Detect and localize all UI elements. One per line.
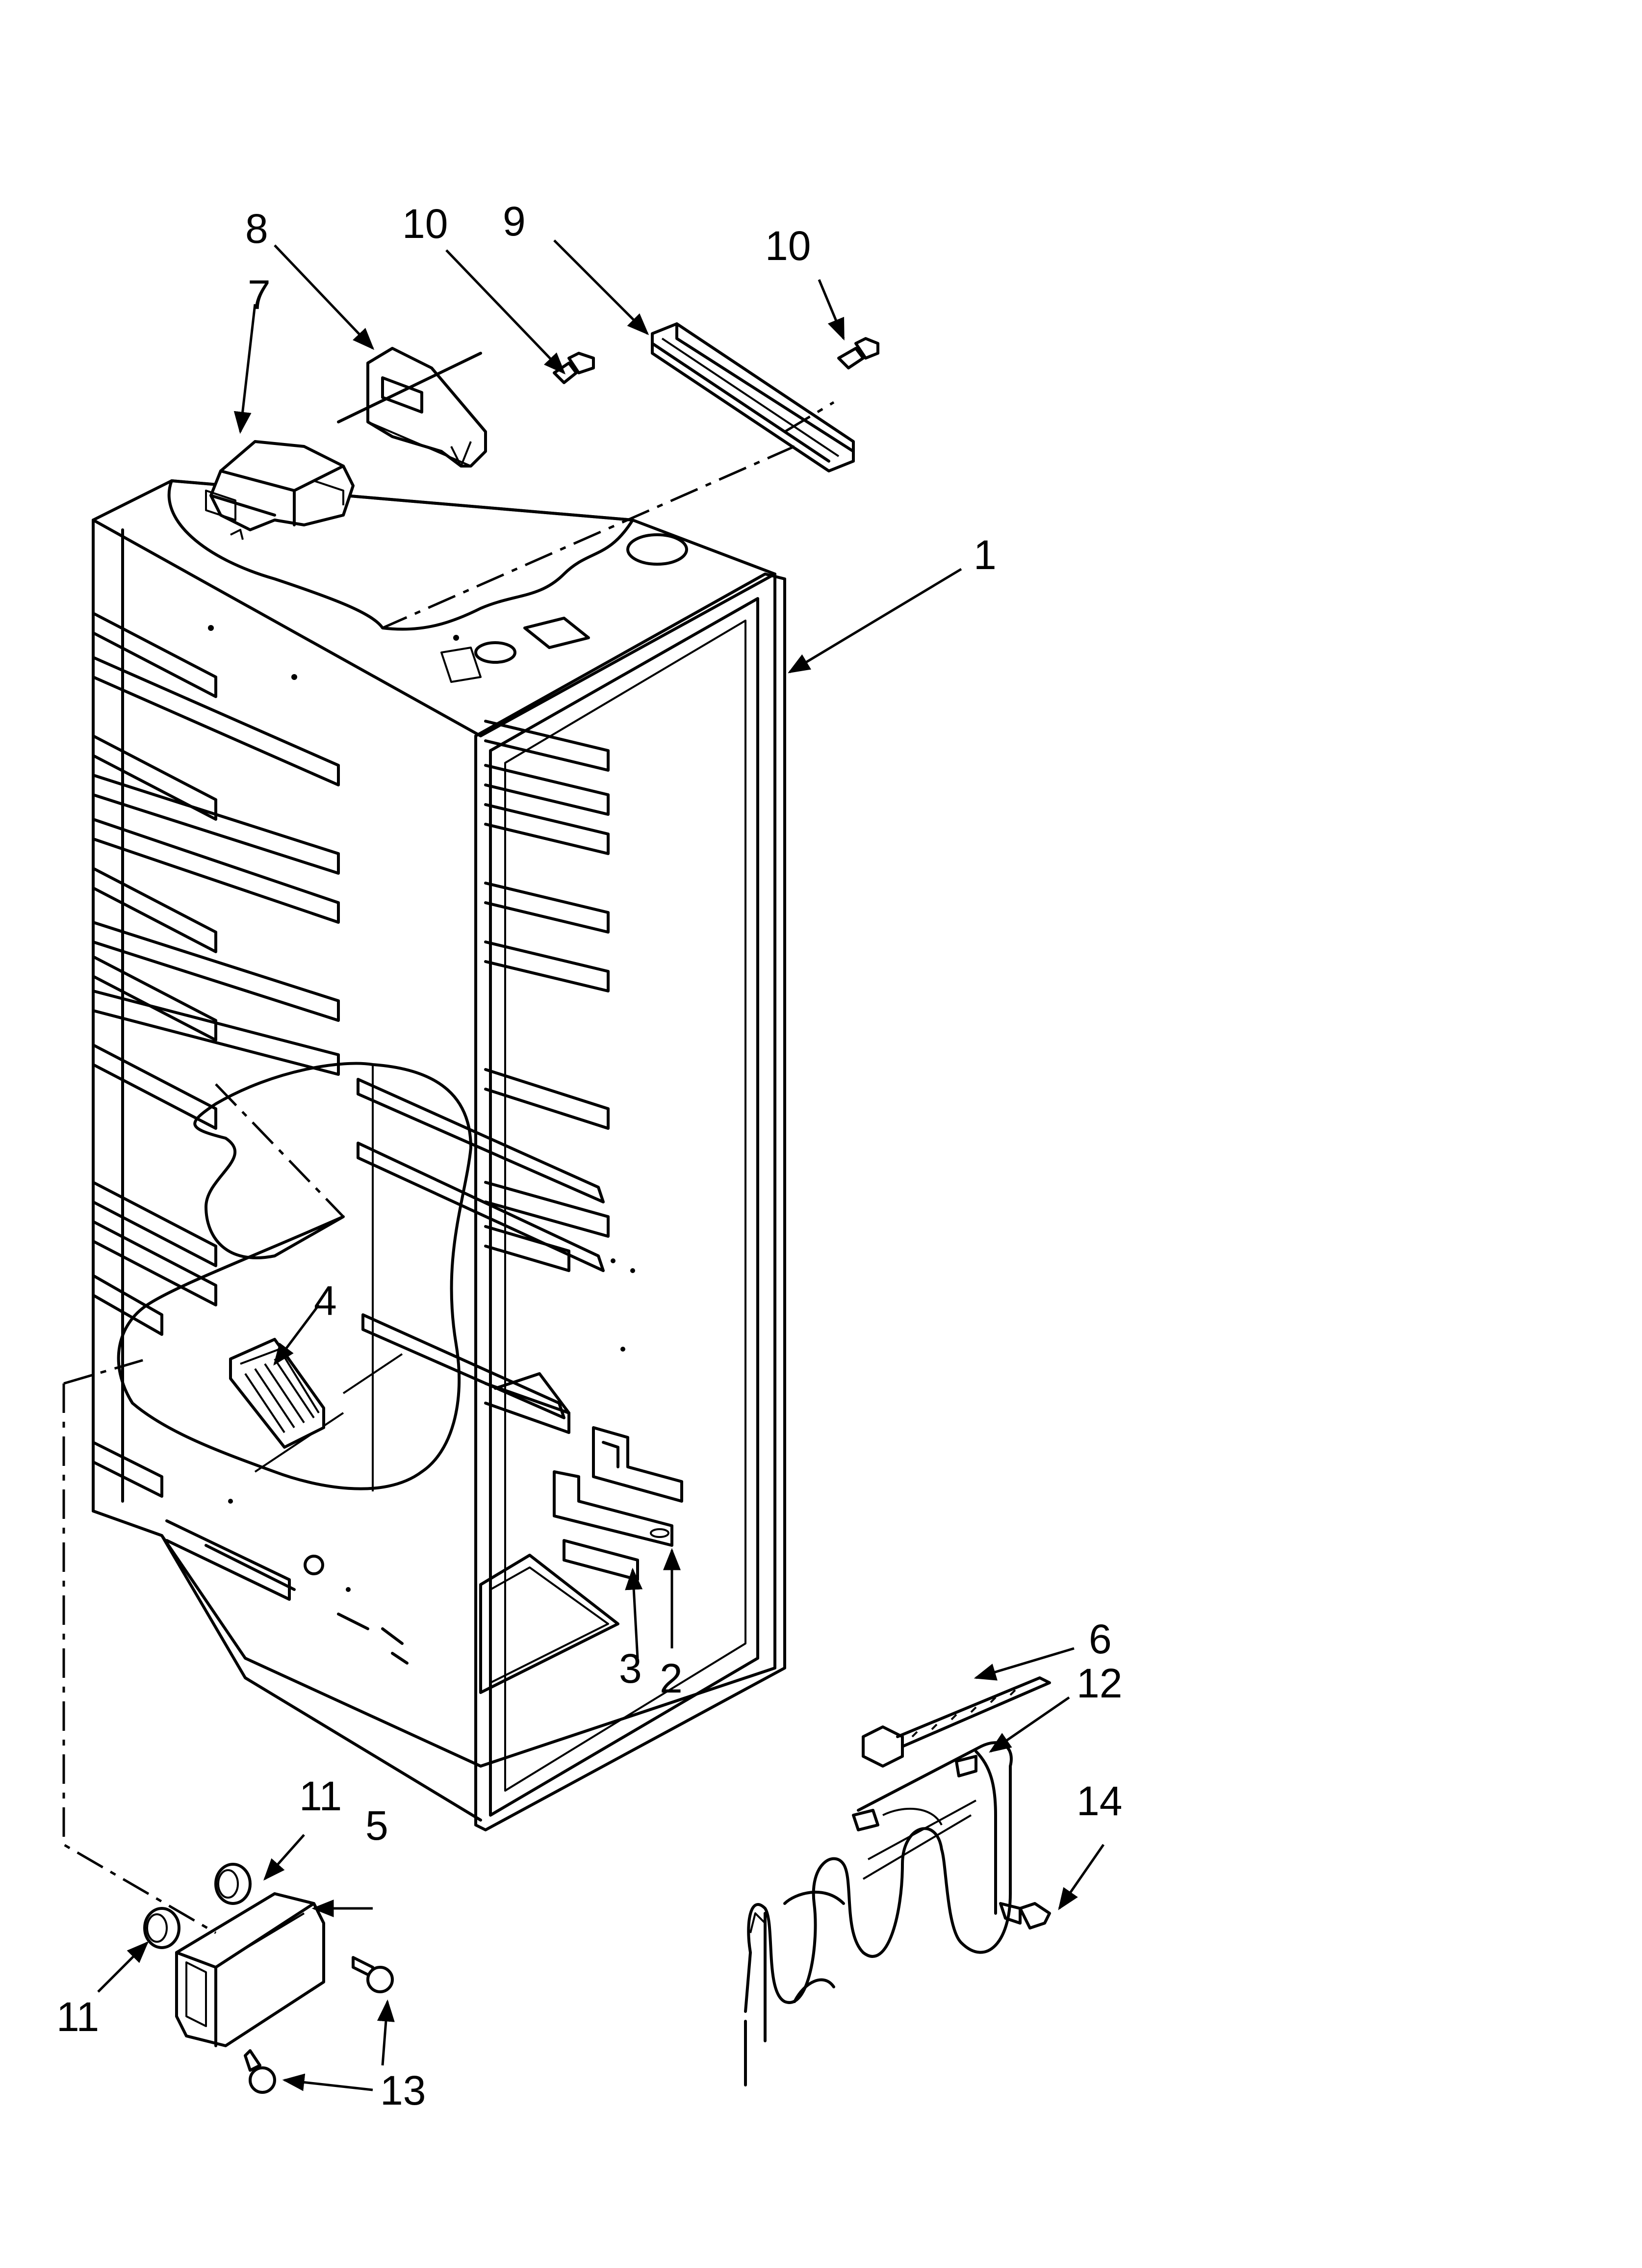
callout-labels: 1 2 3 4 5 6 7 8 9 10 10 11 11 12 13 14 xyxy=(56,198,1122,2113)
part-8-mounting-bracket xyxy=(337,347,487,468)
callout-11-upper: 11 xyxy=(299,1773,342,1819)
part-11-grommet-upper xyxy=(214,1863,252,1905)
callout-14: 14 xyxy=(1077,1778,1122,1824)
callout-9: 9 xyxy=(503,198,526,244)
callout-7: 7 xyxy=(248,272,271,318)
callout-6: 6 xyxy=(1089,1616,1112,1662)
callout-11-lower: 11 xyxy=(56,1994,99,2040)
callout-3: 3 xyxy=(619,1645,642,1692)
callout-5: 5 xyxy=(365,1802,388,1849)
callout-8: 8 xyxy=(245,206,268,252)
part-12-defrost-heater xyxy=(744,1741,1013,2086)
part-6-cable-tie xyxy=(862,1676,1051,1768)
front-wall-shelf-rails xyxy=(484,720,610,1434)
part-5-drain-trough xyxy=(175,1892,325,2047)
callout-10-top: 10 xyxy=(402,201,448,247)
part-13-screw-lower xyxy=(244,2049,276,2094)
part-13-screw-upper xyxy=(352,1956,394,1993)
part-11-grommet-lower xyxy=(143,1907,180,1949)
callout-1: 1 xyxy=(974,532,997,578)
callout-12: 12 xyxy=(1077,1660,1122,1706)
part-7-control-housing xyxy=(205,440,355,540)
part-14-screw xyxy=(999,1902,1051,1929)
callout-4: 4 xyxy=(314,1277,337,1324)
left-wall-shelf-rails xyxy=(92,612,340,1601)
callout-leaders xyxy=(97,239,1105,2091)
part-9-channel-strip xyxy=(651,322,855,472)
callout-10-right: 10 xyxy=(765,223,811,269)
callout-13: 13 xyxy=(380,2067,426,2113)
refrigerator-liner xyxy=(92,479,786,1831)
callout-2: 2 xyxy=(660,1655,683,1701)
part-10-screw-right xyxy=(837,337,879,369)
